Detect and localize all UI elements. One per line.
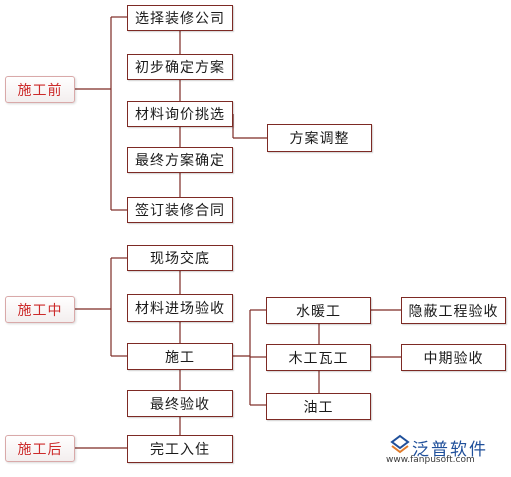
step-completion-text: 完工入住	[150, 442, 210, 458]
logo-mark-icon	[390, 434, 410, 454]
phase-during-text: 施工中	[17, 302, 63, 319]
phase-before-text: 施工前	[17, 82, 63, 99]
inspection-hidden-works-text: 隐蔽工程验收	[408, 303, 499, 320]
step-sign-contract: 签订装修合同	[127, 197, 233, 223]
phase-during-label: 施工中	[5, 296, 75, 323]
phase-before-label: 施工前	[5, 76, 75, 103]
trade-painting-text: 油工	[303, 399, 334, 416]
step-material-inquiry-text: 材料询价挑选	[135, 107, 225, 123]
step-final-plan: 最终方案确定	[127, 147, 233, 173]
trade-plumbing-text: 水暖工	[296, 303, 341, 320]
phase-after-label: 施工后	[5, 435, 75, 462]
step-final-plan-text: 最终方案确定	[135, 153, 225, 169]
step-material-check-text: 材料进场验收	[135, 301, 225, 317]
trade-plumbing: 水暖工	[266, 297, 371, 324]
trade-painting: 油工	[266, 393, 371, 420]
step-select-company: 选择装修公司	[127, 5, 233, 31]
brand-logo: 泛普软件 www.fanpusoft.com	[386, 434, 506, 468]
step-site-handover-text: 现场交底	[150, 251, 210, 267]
step-plan-adjust: 方案调整	[267, 124, 372, 152]
step-initial-plan-text: 初步确定方案	[135, 60, 225, 76]
step-construction-text: 施工	[165, 349, 195, 366]
phase-after-text: 施工后	[17, 441, 63, 458]
inspection-hidden-works: 隐蔽工程验收	[401, 297, 506, 324]
step-final-check-text: 最终验收	[150, 396, 210, 413]
inspection-midterm: 中期验收	[401, 344, 506, 371]
step-material-inquiry: 材料询价挑选	[127, 101, 233, 127]
step-material-check: 材料进场验收	[127, 294, 233, 322]
step-construction: 施工	[127, 343, 233, 370]
step-initial-plan: 初步确定方案	[127, 54, 233, 80]
step-plan-adjust-text: 方案调整	[289, 131, 350, 147]
inspection-midterm-text: 中期验收	[423, 350, 484, 367]
logo-url[interactable]: www.fanpusoft.com	[386, 455, 475, 465]
logo-name: 泛普软件	[412, 440, 488, 460]
step-completion: 完工入住	[127, 435, 233, 463]
trade-carpentry-text: 木工瓦工	[288, 350, 349, 367]
trade-carpentry: 木工瓦工	[266, 344, 371, 371]
step-select-company-text: 选择装修公司	[135, 11, 225, 27]
step-sign-contract-text: 签订装修合同	[135, 203, 225, 219]
step-site-handover: 现场交底	[127, 245, 233, 271]
step-final-check: 最终验收	[127, 390, 233, 417]
